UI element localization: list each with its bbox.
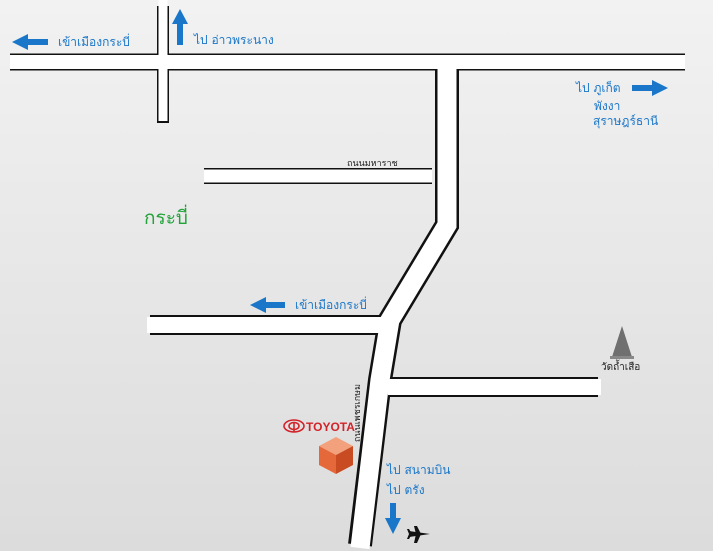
label-to-trang: ไป ตรัง: [387, 483, 425, 497]
label-to-ao-phra-nang: ไป อ่าวพระนาง: [194, 33, 274, 47]
label-city-krabi: กระบี่: [144, 207, 188, 229]
temple-icon: [610, 326, 634, 359]
arrow-icon: [12, 34, 48, 50]
arrow-icon: [250, 297, 285, 313]
airplane-icon: [407, 526, 430, 543]
label-surat-thani: สุราษฎร์ธานี: [593, 114, 659, 128]
arrow-icon: [385, 503, 401, 534]
arrow-icon: [172, 9, 188, 45]
arrow-icon: [632, 80, 668, 96]
label-road-maharat: ถนนมหาราช: [347, 159, 398, 169]
label-to-krabi-town-top: เข้าเมืองกระบี่: [58, 35, 130, 49]
toyota-logo-icon: [283, 419, 305, 433]
cube-icon: [319, 437, 353, 474]
label-wat-tham-suea: วัดถ้ำเสือ: [601, 362, 641, 373]
label-to-phuket: ไป ภูเก็ต: [576, 81, 621, 95]
label-phang-nga: พังงา: [594, 99, 621, 113]
label-road-phetkasem: ถนนเพชรเกษม: [353, 383, 363, 443]
label-to-krabi-town-mid: เข้าเมืองกระบี่: [295, 298, 367, 312]
arrows: [12, 9, 668, 534]
toyota-brand-label: TOYOTA: [306, 420, 355, 434]
label-to-airport: ไป สนามบิน: [387, 463, 451, 477]
